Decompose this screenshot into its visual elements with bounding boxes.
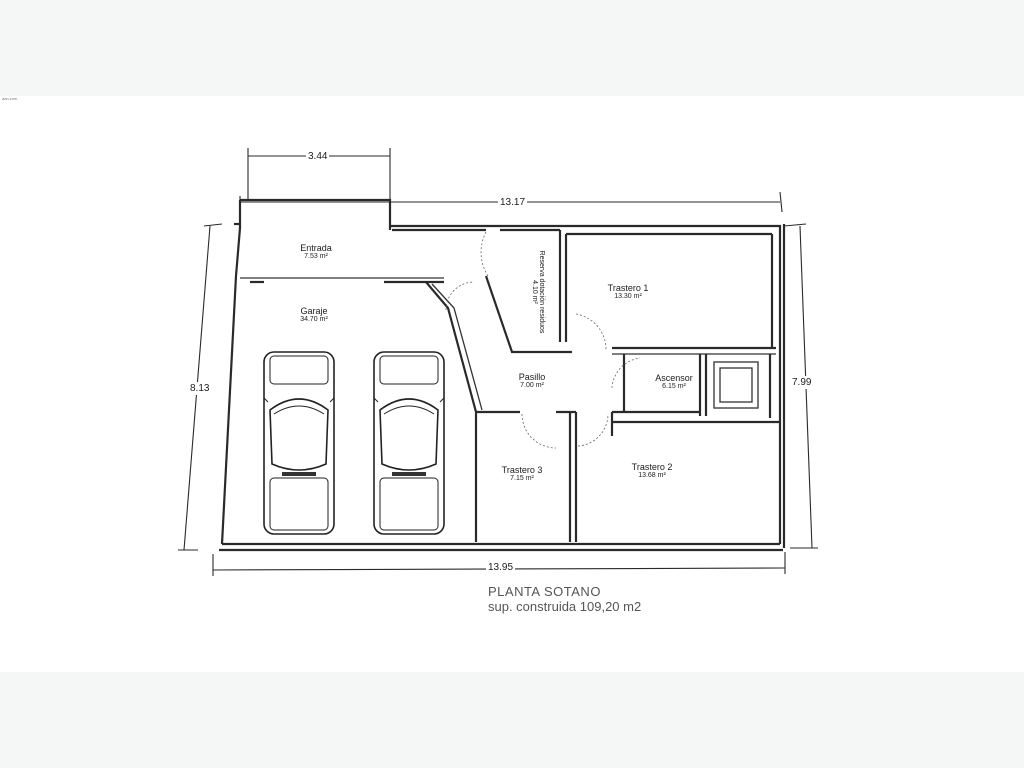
- door-corridor: [480, 231, 489, 277]
- car-2: [373, 351, 445, 535]
- corner-mark: aan.com: [2, 96, 18, 101]
- elevator-shaft: [713, 361, 759, 409]
- room-garaje-name: Garaje: [300, 306, 328, 316]
- room-garaje: Garaje 34.70 m²: [282, 306, 346, 323]
- room-trastero-3: Trastero 3 7.15 m²: [490, 465, 554, 482]
- room-trastero-2-area: 13.68 m²: [638, 472, 666, 479]
- room-entrada-area: 7.53 m²: [304, 253, 328, 260]
- room-trastero-1-area: 13.30 m²: [614, 293, 642, 300]
- dim-right-label: 7.99: [792, 376, 812, 389]
- room-garaje-area: 34.70 m²: [300, 316, 328, 323]
- room-ascensor-name: Ascensor: [655, 373, 693, 383]
- door-trastero-1: [575, 313, 607, 351]
- room-trastero-1-name: Trastero 1: [607, 283, 649, 293]
- room-entrada: Entrada 7.53 m²: [284, 243, 348, 260]
- dim-top-label: 13.17: [498, 197, 528, 208]
- room-reserva: Reserva dotación residuos 4.10 m²: [519, 232, 545, 352]
- room-trastero-2: Trastero 2 13.68 m²: [620, 462, 684, 479]
- room-reserva-area: 4.10 m²: [531, 280, 538, 304]
- door-garage: [445, 281, 475, 311]
- floor-plan-sheet: aan.com 3.44 13.17 13.95 8.13 7.99 Entra…: [0, 96, 1024, 672]
- dim-entrance-label: 3.44: [306, 151, 330, 162]
- room-trastero-2-name: Trastero 2: [631, 462, 673, 472]
- inner-walls: [240, 226, 780, 542]
- room-entrada-name: Entrada: [300, 243, 332, 253]
- room-pasillo: Pasillo 7.00 m²: [500, 372, 564, 389]
- room-ascensor: Ascensor 6.15 m²: [642, 373, 706, 390]
- car-1: [263, 351, 335, 535]
- plan-subtitle: sup. construida 109,20 m2: [488, 599, 642, 614]
- room-pasillo-area: 7.00 m²: [520, 382, 544, 389]
- door-trastero-3: [521, 413, 557, 449]
- dim-left-label: 8.13: [190, 382, 210, 395]
- room-pasillo-name: Pasillo: [518, 372, 546, 382]
- room-trastero-1: Trastero 1 13.30 m²: [596, 283, 660, 300]
- door-trastero-2: [577, 413, 609, 447]
- dim-bottom-label: 13.95: [486, 562, 516, 573]
- door-swings: [445, 231, 641, 449]
- room-ascensor-area: 6.15 m²: [662, 383, 686, 390]
- door-ascensor: [611, 357, 641, 389]
- room-reserva-name: Reserva dotación residuos: [538, 250, 545, 334]
- plan-title: PLANTA SOTANO: [488, 584, 601, 599]
- room-trastero-3-area: 7.15 m²: [510, 475, 534, 482]
- outer-walls: [219, 198, 786, 552]
- room-trastero-3-name: Trastero 3: [501, 465, 543, 475]
